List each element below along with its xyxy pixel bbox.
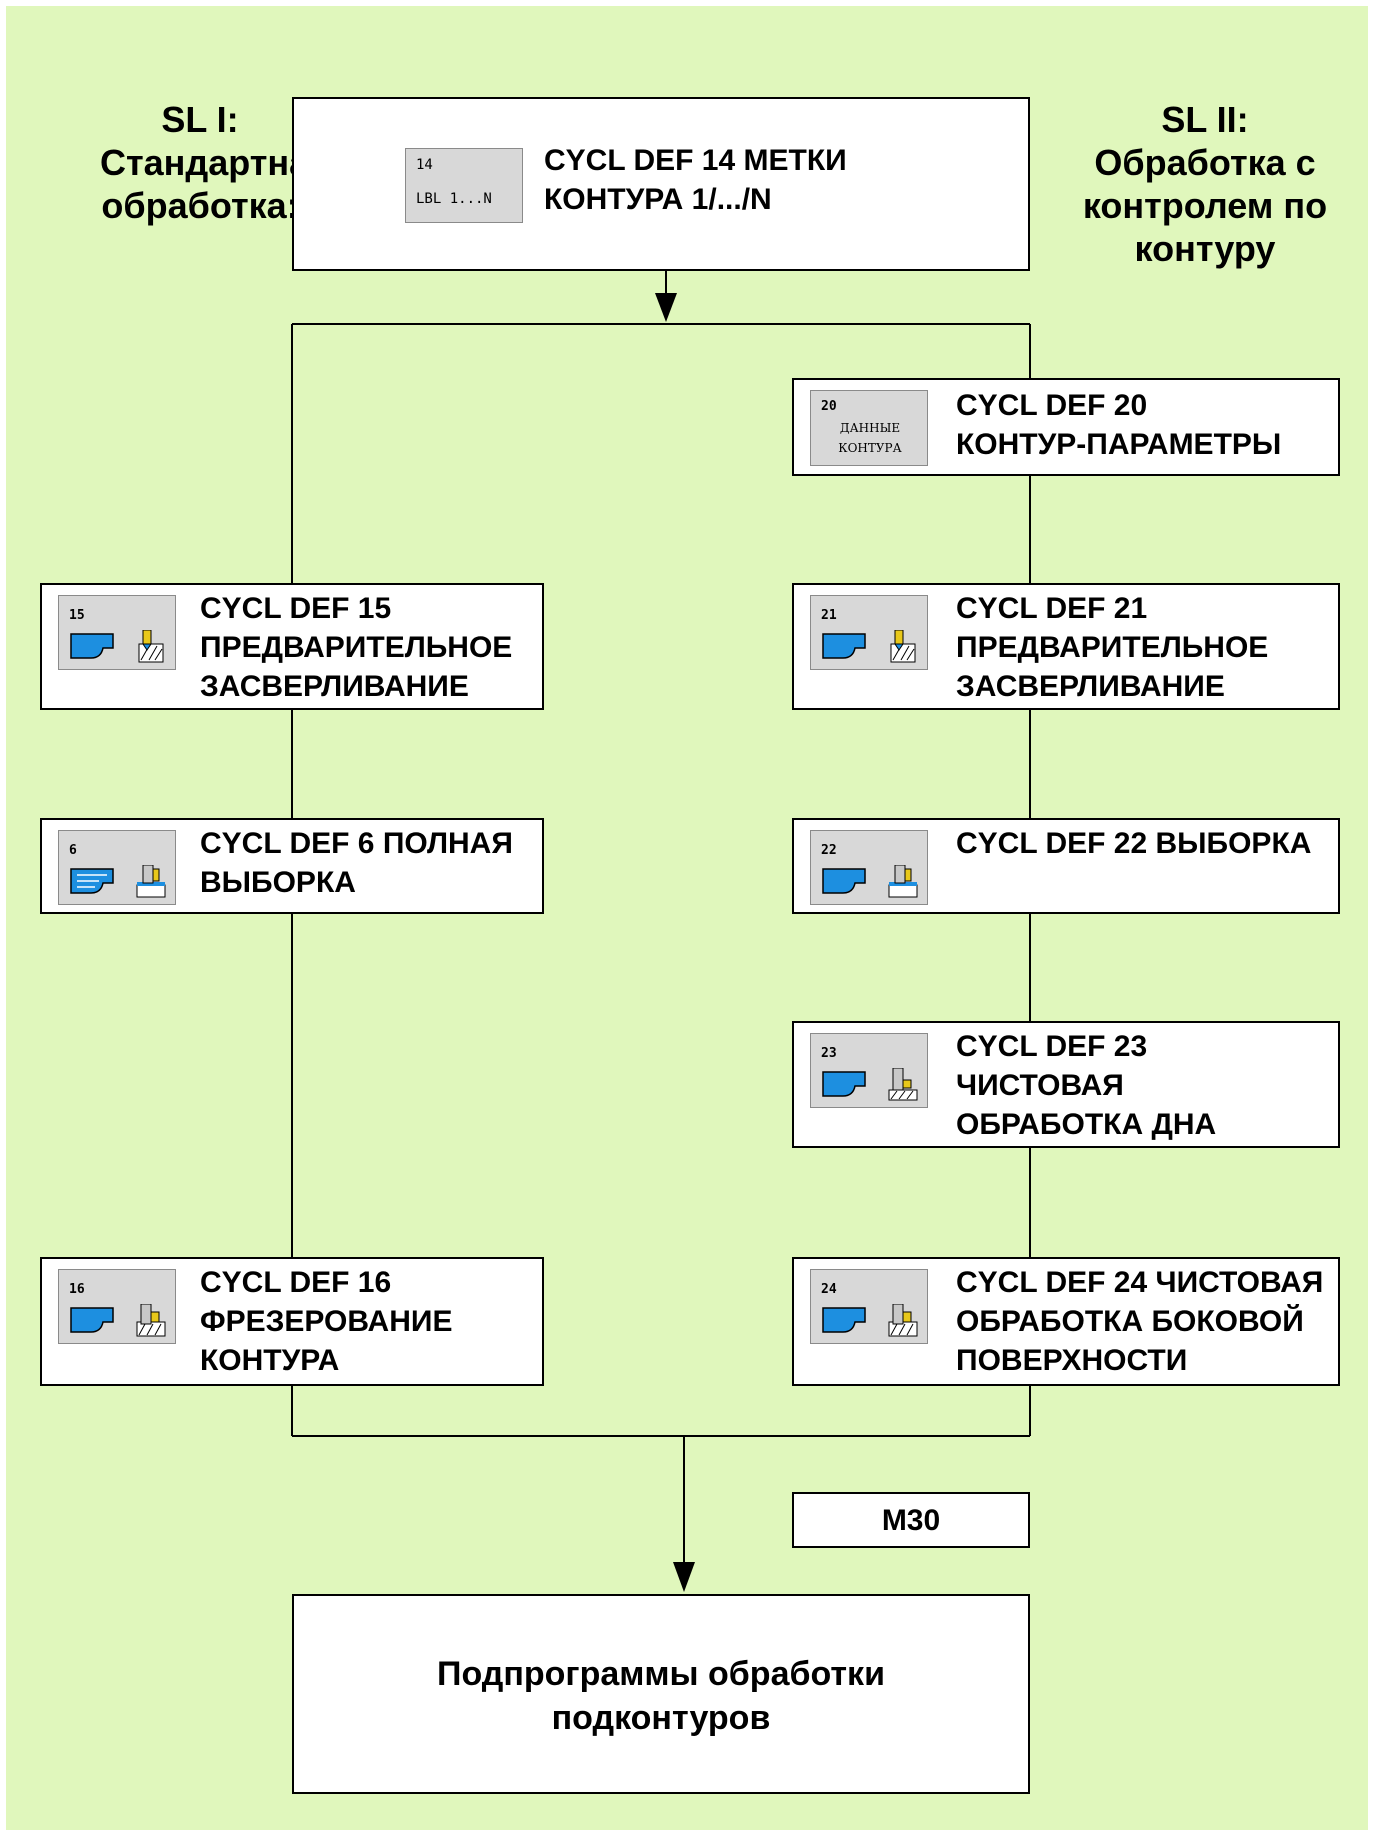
arrow-head-bottom <box>673 1562 695 1592</box>
box-line: Подпрограммы обработки <box>437 1655 885 1693</box>
box-line: ОБРАБОТКА ДНА <box>956 1108 1217 1141</box>
box-line: ФРЕЗЕРОВАНИЕ <box>200 1305 453 1338</box>
icon-number: 24 <box>821 1282 837 1297</box>
icon-number: 22 <box>821 843 837 858</box>
box-line: ВЫБОРКА <box>200 866 356 899</box>
cycle23-box: 23 CYCL DEF 23 ЧИСТОВАЯ ОБРАБОТКА ДНА <box>792 1021 1340 1148</box>
floor-finishing-glyph <box>822 1068 918 1101</box>
heading-sl2-line: контуру <box>1134 228 1276 269</box>
icon-number: 21 <box>821 608 837 623</box>
heading-sl1-line: SL I: <box>161 99 239 140</box>
cycle16-text: CYCL DEF 16 ФРЕЗЕРОВАНИЕ КОНТУРА <box>200 1263 452 1380</box>
arrow-head-top <box>655 293 677 322</box>
box-line: CYCL DEF 23 <box>956 1030 1148 1063</box>
cycle23-text: CYCL DEF 23 ЧИСТОВАЯ ОБРАБОТКА ДНА <box>956 1027 1216 1144</box>
heading-sl1: SL I: Стандартная обработка: <box>100 98 331 227</box>
cycle16-box: 16 CYCL DEF 16 ФРЕЗЕРОВАНИЕ КОНТУРА <box>40 1257 544 1386</box>
heading-sl2-line: SL II: <box>1161 99 1249 140</box>
cycle21-text: CYCL DEF 21 ПРЕДВАРИТЕЛЬНОЕ ЗАСВЕРЛИВАНИ… <box>956 589 1268 706</box>
cycle14-softkey-icon: 14 LBL 1...N <box>405 148 523 223</box>
heading-sl2-line: Обработка с <box>1094 142 1316 183</box>
contour-milling-glyph <box>70 1304 166 1337</box>
icon-label: ДАННЫЕ <box>839 421 901 435</box>
cycle22-box: 22 CYCL DEF 22 ВЫБОРКА <box>792 818 1340 914</box>
box-line: подконтуров <box>551 1699 771 1737</box>
m30-label: M30 <box>881 1504 941 1537</box>
m30-box: M30 <box>792 1492 1030 1548</box>
box-line: CYCL DEF 21 <box>956 592 1148 625</box>
diagram-background <box>6 6 1368 1830</box>
icon-number: 6 <box>69 843 77 858</box>
box-line: КОНТУР-ПАРАМЕТРЫ <box>956 428 1282 461</box>
box-line: КОНТУРА 1/.../N <box>544 183 772 216</box>
icon-number: 16 <box>69 1282 85 1297</box>
rough-out-icon: 6 <box>58 830 176 905</box>
cycle6-text: CYCL DEF 6 ПОЛНАЯ ВЫБОРКА <box>200 824 513 902</box>
icon-label: LBL 1...N <box>416 191 492 207</box>
box-line: CYCL DEF 22 ВЫБОРКА <box>956 827 1312 860</box>
icon-number: 15 <box>69 608 85 623</box>
box-line: CYCL DEF 20 <box>956 389 1148 422</box>
heading-sl1-line: Стандартная <box>100 142 331 183</box>
box-line: ПОВЕРХНОСТИ <box>956 1344 1188 1377</box>
box-line: CYCL DEF 15 <box>200 592 392 625</box>
icon-number: 14 <box>416 157 433 173</box>
side-finishing-icon: 24 <box>810 1269 928 1344</box>
box-line: ПРЕДВАРИТЕЛЬНОЕ <box>200 631 513 664</box>
box-line: CYCL DEF 6 ПОЛНАЯ <box>200 827 513 860</box>
icon-number: 23 <box>821 1046 837 1061</box>
contour-milling-icon: 16 <box>58 1269 176 1344</box>
cycle14-box: 14 LBL 1...N CYCL DEF 14 МЕТКИ КОНТУРА 1… <box>292 97 1030 271</box>
heading-sl2-line: контролем по <box>1082 185 1328 226</box>
heading-sl2: SL II: Обработка с контролем по контуру <box>1055 98 1355 270</box>
box-line: ЧИСТОВАЯ <box>956 1069 1124 1102</box>
box-line: CYCL DEF 24 ЧИСТОВАЯ <box>956 1266 1324 1299</box>
rough-out-icon: 22 <box>810 830 928 905</box>
side-finishing-glyph <box>822 1304 918 1337</box>
icon-number: 20 <box>821 399 837 414</box>
pilot-drilling-icon: 15 <box>58 595 176 670</box>
box-line: ЗАСВЕРЛИВАНИЕ <box>956 670 1225 703</box>
cycle22-text: CYCL DEF 22 ВЫБОРКА <box>956 824 1311 863</box>
subprograms-box: Подпрограммы обработки подконтуров <box>292 1594 1030 1794</box>
cycle20-softkey-icon: 20 ДАННЫЕ КОНТУРА <box>810 390 928 466</box>
cycle20-text: CYCL DEF 20 КОНТУР-ПАРАМЕТРЫ <box>956 386 1281 464</box>
cycle15-box: 15 CYCL DEF 15 ПРЕДВАРИТЕЛЬНОЕ ЗАСВЕРЛИВ… <box>40 583 544 710</box>
rough-out-glyph <box>822 865 918 898</box>
pilot-drilling-icon: 21 <box>810 595 928 670</box>
heading-sl1-line: обработка: <box>101 185 299 226</box>
box-line: ОБРАБОТКА БОКОВОЙ <box>956 1305 1304 1338</box>
floor-finishing-icon: 23 <box>810 1033 928 1108</box>
cycle15-text: CYCL DEF 15 ПРЕДВАРИТЕЛЬНОЕ ЗАСВЕРЛИВАНИ… <box>200 589 512 706</box>
box-line: CYCL DEF 14 МЕТКИ <box>544 144 847 177</box>
cycle24-text: CYCL DEF 24 ЧИСТОВАЯ ОБРАБОТКА БОКОВОЙ П… <box>956 1263 1323 1380</box>
box-line: CYCL DEF 16 <box>200 1266 392 1299</box>
cycle14-text: CYCL DEF 14 МЕТКИ КОНТУРА 1/.../N <box>544 141 847 219</box>
box-line: КОНТУРА <box>200 1344 340 1377</box>
pilot-drilling-glyph <box>822 630 916 663</box>
pilot-drilling-glyph <box>70 630 164 663</box>
cycle24-box: 24 CYCL DEF 24 ЧИСТОВАЯ ОБРАБОТКА БОКОВО… <box>792 1257 1340 1386</box>
subprograms-text: Подпрограммы обработки подконтуров <box>294 1652 1028 1740</box>
box-line: ПРЕДВАРИТЕЛЬНОЕ <box>956 631 1269 664</box>
box-line: ЗАСВЕРЛИВАНИЕ <box>200 670 469 703</box>
rough-out-glyph <box>70 865 166 898</box>
cycle6-box: 6 CYCL DEF 6 ПОЛНАЯ ВЫБОРКА <box>40 818 544 914</box>
cycle21-box: 21 CYCL DEF 21 ПРЕДВАРИТЕЛЬНОЕ ЗАСВЕРЛИВ… <box>792 583 1340 710</box>
cycle20-box: 20 ДАННЫЕ КОНТУРА CYCL DEF 20 КОНТУР-ПАР… <box>792 378 1340 476</box>
icon-label: КОНТУРА <box>838 441 902 455</box>
